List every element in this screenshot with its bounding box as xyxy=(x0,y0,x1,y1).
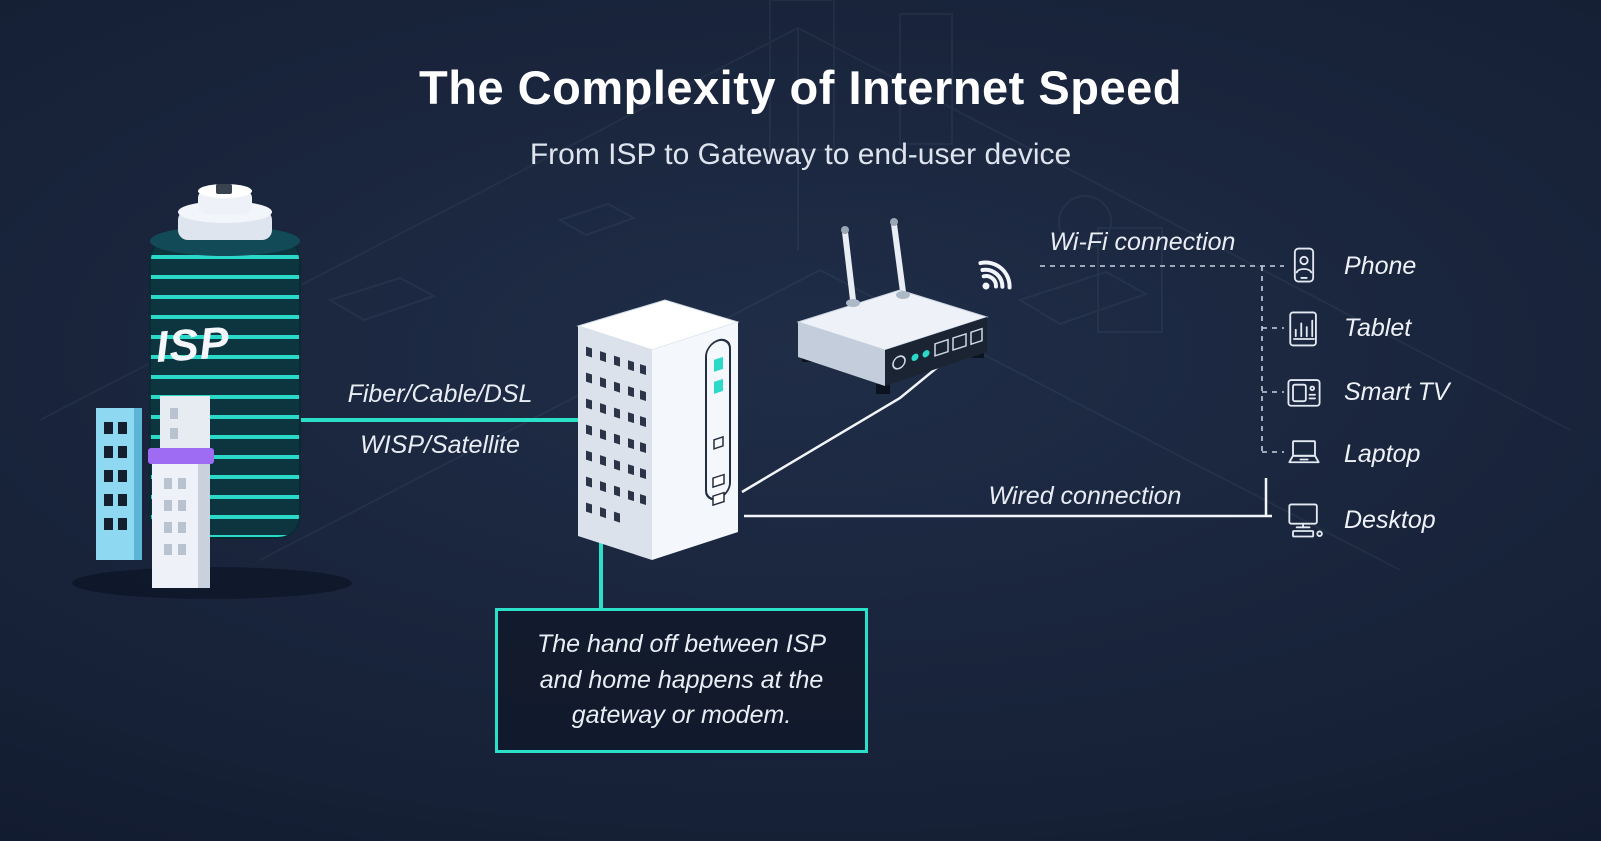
isp-building: ISP xyxy=(72,184,352,599)
device-label: Tablet xyxy=(1344,313,1412,342)
background-floorplan xyxy=(39,0,1571,571)
wifi-signal-icon xyxy=(978,260,1012,290)
device-label: Laptop xyxy=(1344,439,1421,468)
phone-icon xyxy=(1280,242,1328,290)
isp-link-label-wisp: WISP/Satellite xyxy=(360,431,520,459)
gateway-modem xyxy=(576,299,740,560)
laptop-icon xyxy=(1280,430,1328,478)
device-row-tablet: Tablet xyxy=(1280,302,1411,354)
device-label: Desktop xyxy=(1344,505,1436,534)
isp-building-label: ISP xyxy=(154,318,231,372)
page-subtitle: From ISP to Gateway to end-user device xyxy=(529,138,1072,171)
device-row-laptop: Laptop xyxy=(1280,428,1420,480)
device-row-desktop: Desktop xyxy=(1280,494,1436,546)
desktop-icon xyxy=(1280,496,1328,544)
smart-tv-icon xyxy=(1280,368,1328,416)
page-title: The Complexity of Internet Speed xyxy=(419,61,1182,114)
wifi-connection-label: Wi-Fi connection xyxy=(1049,228,1236,256)
device-label: Phone xyxy=(1344,251,1417,280)
device-row-smart-tv: Smart TV xyxy=(1280,366,1450,418)
wired-connection-label: Wired connection xyxy=(988,482,1182,510)
wired-connection-line xyxy=(744,478,1272,518)
callout-text: The hand off between ISP and home happen… xyxy=(536,630,827,730)
city-buildings xyxy=(96,396,214,588)
device-row-phone: Phone xyxy=(1280,240,1416,292)
callout-box: The hand off between ISP and home happen… xyxy=(495,608,868,753)
device-label: Smart TV xyxy=(1344,377,1450,406)
tablet-icon xyxy=(1280,304,1328,352)
wifi-connection-lines xyxy=(1040,265,1284,453)
wifi-router xyxy=(796,218,989,394)
isp-link-label-fiber: Fiber/Cable/DSL xyxy=(347,380,533,408)
